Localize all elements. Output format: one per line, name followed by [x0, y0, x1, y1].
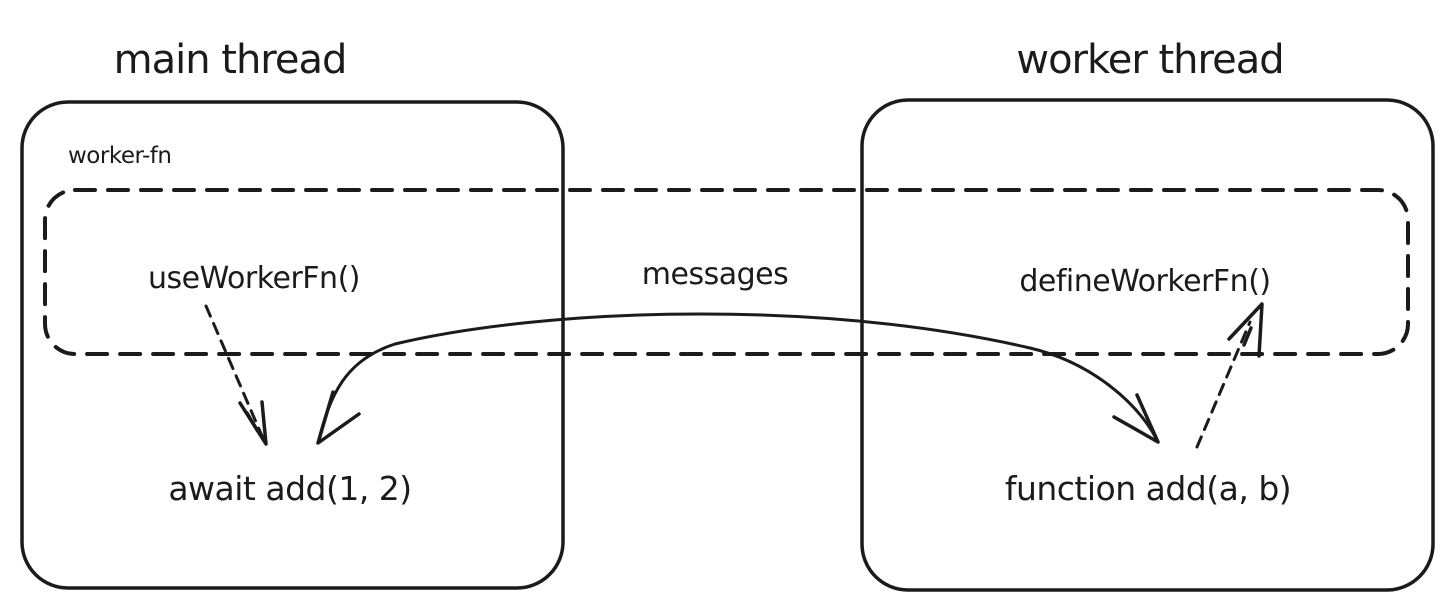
worker-fn-dashed-group	[43, 188, 1410, 356]
worker-thread-box	[860, 98, 1435, 592]
messages-arc-arrow	[316, 312, 1160, 445]
define-worker-fn-label: defineWorkerFn()	[1019, 264, 1270, 299]
main-thread-box	[20, 100, 565, 590]
dashed-arrow-functionadd-to-defineworkerfn	[1195, 302, 1264, 449]
use-worker-fn-label: useWorkerFn()	[148, 261, 360, 296]
worker-thread-title: worker thread	[1016, 37, 1283, 83]
function-add-label: function add(a, b)	[1005, 469, 1291, 508]
main-thread-title: main thread	[114, 37, 347, 83]
worker-fn-label: worker-fn	[68, 143, 171, 169]
messages-label: messages	[642, 257, 788, 292]
dashed-arrow-useworkerfn-to-await	[204, 304, 268, 446]
await-add-label: await add(1, 2)	[168, 469, 411, 508]
